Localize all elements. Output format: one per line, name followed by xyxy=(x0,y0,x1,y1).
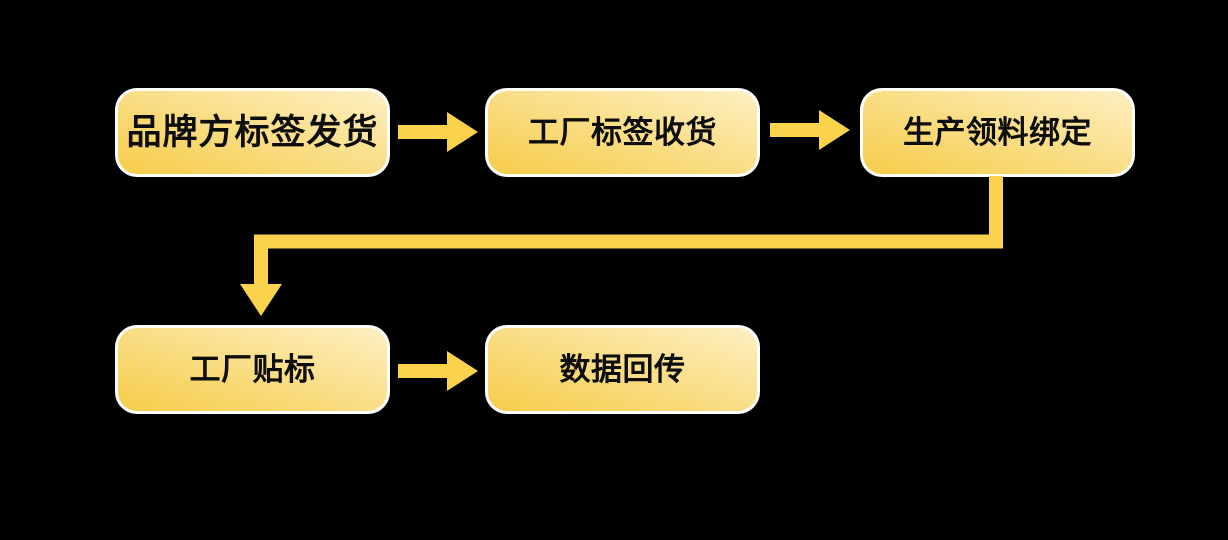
arrow-right-shape xyxy=(398,351,478,391)
node-label: 工厂标签收货 xyxy=(528,115,717,150)
flow-node-data-upload: 数据回传 xyxy=(485,325,760,414)
arrow-right-shape xyxy=(770,110,850,150)
node-label: 品牌方标签发货 xyxy=(126,113,379,152)
node-label: 生产领料绑定 xyxy=(903,115,1092,150)
flow-node-brand-label-shipping: 品牌方标签发货 xyxy=(115,88,390,177)
arrow-right-icon xyxy=(398,112,478,152)
arrow-right-shape xyxy=(398,112,478,152)
flow-node-factory-label-receiving: 工厂标签收货 xyxy=(485,88,760,177)
arrow-right-icon xyxy=(398,351,478,391)
arrow-down-head xyxy=(240,284,282,316)
node-label: 工厂贴标 xyxy=(189,352,316,387)
node-label: 数据回传 xyxy=(559,352,686,387)
flow-node-factory-labeling: 工厂贴标 xyxy=(115,325,390,414)
flow-node-production-material-binding: 生产领料绑定 xyxy=(860,88,1135,177)
elbow-connector-arrow xyxy=(240,176,1003,316)
elbow-connector-path xyxy=(254,176,1003,288)
arrow-right-icon xyxy=(770,110,850,150)
